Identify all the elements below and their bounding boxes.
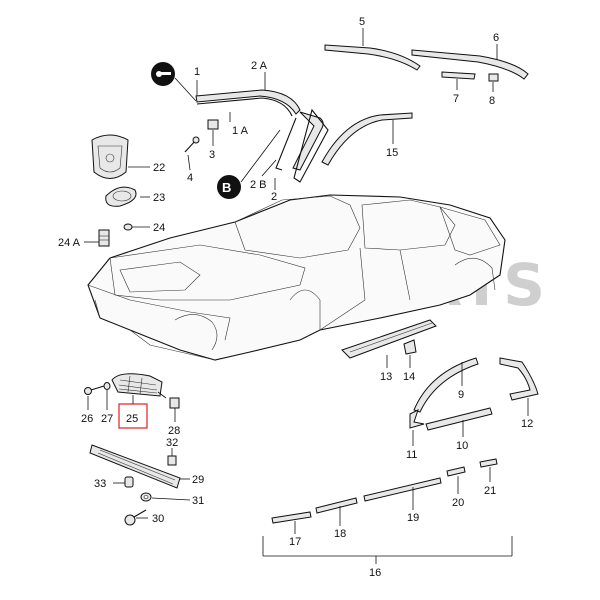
label-23: 23 bbox=[153, 192, 165, 204]
part-13-sill bbox=[341, 319, 437, 359]
part-3-clip bbox=[207, 119, 219, 146]
part-15-roof-rail bbox=[321, 112, 413, 166]
label-14: 14 bbox=[403, 371, 415, 383]
part-6-rear-molding bbox=[411, 49, 529, 80]
part-4-screw bbox=[184, 136, 200, 171]
part-2-a-pillar bbox=[275, 108, 329, 183]
part-1-roof-trim bbox=[195, 89, 301, 117]
label-33: 33 bbox=[94, 478, 106, 490]
part-8-clip bbox=[488, 73, 499, 92]
label-1a: 1 A bbox=[232, 125, 249, 137]
key-icon bbox=[151, 62, 175, 86]
label-26: 26 bbox=[81, 413, 93, 425]
svg-text:B: B bbox=[222, 180, 231, 195]
label-4: 4 bbox=[187, 172, 193, 184]
part-30-screw bbox=[124, 509, 147, 526]
part-18-strip bbox=[315, 497, 358, 514]
label-30: 30 bbox=[152, 513, 164, 525]
part-23-base-plate bbox=[105, 186, 137, 207]
label-1: 1 bbox=[194, 66, 200, 78]
label-3: 3 bbox=[209, 149, 215, 161]
part-17-strip bbox=[271, 511, 312, 524]
glue-icon: B bbox=[217, 175, 241, 199]
part-14-block bbox=[403, 339, 417, 355]
label-18: 18 bbox=[334, 528, 346, 540]
label-12: 12 bbox=[521, 418, 533, 430]
part-28-nut bbox=[169, 397, 180, 409]
porsche-crest-icon bbox=[91, 134, 129, 179]
part-25-grille bbox=[111, 373, 163, 397]
label-32: 32 bbox=[166, 437, 178, 449]
part-24a-bolt bbox=[98, 229, 110, 247]
car-body bbox=[87, 194, 506, 361]
label-24a: 24 A bbox=[58, 237, 81, 249]
callout-labels: 1 1 A 2 A 2 2 B 3 4 5 6 7 8 9 10 11 12 1… bbox=[58, 16, 533, 579]
part-24-grommet bbox=[123, 223, 133, 231]
label-24: 24 bbox=[153, 222, 165, 234]
part-10-lower-trim bbox=[425, 407, 493, 431]
label-22: 22 bbox=[153, 162, 165, 174]
label-10: 10 bbox=[456, 440, 468, 452]
part-21-strip bbox=[479, 458, 498, 468]
label-5: 5 bbox=[359, 16, 365, 28]
label-2: 2 bbox=[271, 191, 277, 203]
label-20: 20 bbox=[452, 497, 464, 509]
label-8: 8 bbox=[489, 95, 495, 107]
label-2a: 2 A bbox=[251, 60, 268, 72]
label-21: 21 bbox=[484, 485, 496, 497]
label-16: 16 bbox=[369, 567, 381, 579]
part-20-strip bbox=[446, 466, 466, 477]
part-9-window-trim bbox=[413, 357, 479, 413]
label-28: 28 bbox=[168, 425, 180, 437]
label-27: 27 bbox=[101, 413, 113, 425]
part-16-bracket bbox=[262, 536, 513, 564]
label-9: 9 bbox=[458, 389, 464, 401]
label-29: 29 bbox=[192, 474, 204, 486]
part-27-washer bbox=[103, 382, 111, 390]
part-5-roof-molding bbox=[324, 44, 421, 71]
label-7: 7 bbox=[453, 93, 459, 105]
label-19: 19 bbox=[407, 512, 419, 524]
part-32-clip bbox=[167, 455, 177, 466]
label-15: 15 bbox=[386, 147, 398, 159]
part-7-trim bbox=[441, 71, 476, 80]
part-31-washer bbox=[140, 492, 152, 502]
part-19-strip bbox=[363, 477, 442, 502]
part-29-lower-grille bbox=[89, 444, 181, 489]
label-11: 11 bbox=[406, 449, 417, 461]
part-26-screw bbox=[84, 385, 105, 395]
label-17: 17 bbox=[289, 536, 301, 548]
label-31: 31 bbox=[192, 495, 204, 507]
label-2b: 2 B bbox=[250, 179, 267, 191]
label-6: 6 bbox=[493, 32, 499, 44]
part-33-plug bbox=[124, 476, 134, 488]
label-25: 25 bbox=[126, 413, 138, 425]
part-11-corner-piece bbox=[409, 409, 425, 429]
part-12-rear-trim bbox=[499, 357, 539, 401]
label-13: 13 bbox=[380, 371, 392, 383]
